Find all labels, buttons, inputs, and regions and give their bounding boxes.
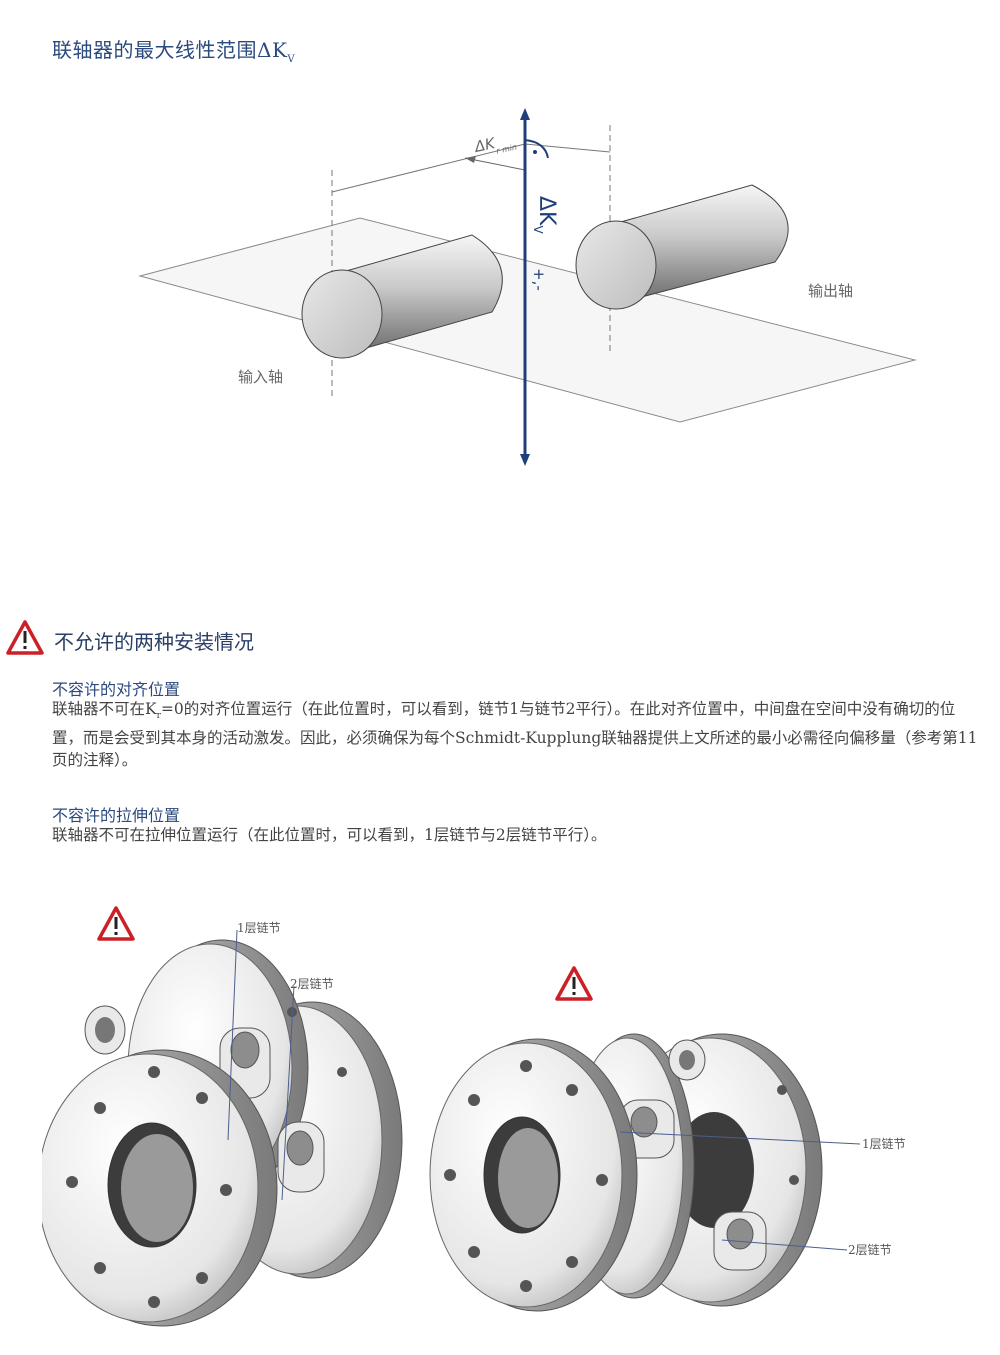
left-label-1: 1层链节 [237,920,281,935]
right-label-1: 1层链节 [862,1136,906,1151]
right-angle-mark [524,139,549,159]
dim-arrow [464,157,526,171]
coupling-left [42,929,403,1327]
output-shaft [575,184,789,310]
input-shaft-label: 输入轴 [238,368,283,386]
warning-icon-photo-left [97,906,135,941]
dim-line-right [524,143,611,153]
page-title-text: 联轴器的最大线性范围ΔK [52,38,288,62]
warning-icon [6,620,44,655]
coupling-right [429,1033,861,1312]
dim-line-left [331,143,526,193]
section1-text: 联轴器不可在Kr=0的对齐位置运行（在此位置时，可以看到，链节1与链节2平行）。… [52,700,978,770]
coupling-illustration: 1层链节 2层链节 [42,890,982,1352]
right-angle-dot [533,150,537,154]
shaft-alignment-diagram: ΔKr min ΔKV +,- 输出轴 输入轴 [138,108,917,466]
reference-plane [138,217,917,423]
right-label-2: 2层链节 [848,1242,892,1257]
page-title: 联轴器的最大线性范围ΔKV [52,34,295,65]
output-shaft-label: 输出轴 [808,282,853,300]
warning-icon-photo-right [555,966,593,1001]
section2-title: 不容许的拉伸位置 [52,806,181,825]
input-shaft [301,234,503,359]
dim-arrow-head [465,156,476,163]
page-title-sub: V [287,54,296,65]
dk-min-label: ΔKr min [472,130,518,160]
left-label-2: 2层链节 [290,976,334,991]
axis-arrow-bottom [520,454,530,466]
link-pin-left-2 [277,1121,325,1193]
dkv-label: ΔKV [531,196,559,234]
axis-arrow-top [520,108,530,120]
plus-minus-label: +,- [530,268,548,291]
section1-title: 不容许的对齐位置 [52,680,181,699]
warning-heading-text: 不允许的两种安装情况 [54,630,254,654]
section2-text: 联轴器不可在拉伸位置运行（在此位置时，可以看到，1层链节与2层链节平行）。 [52,826,607,844]
